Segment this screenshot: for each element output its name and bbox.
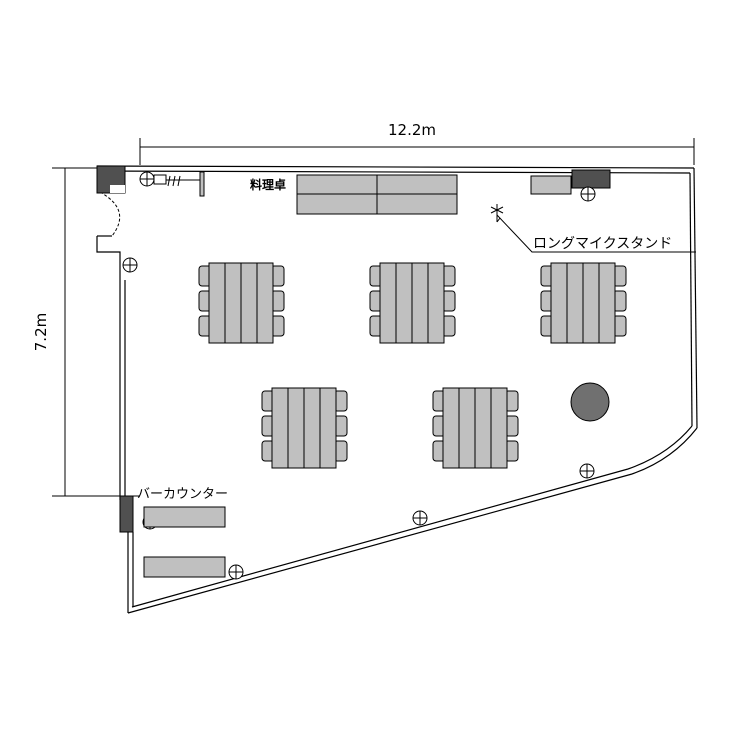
width-dimension-label: 12.2m — [388, 121, 436, 139]
bar-counter-bottom — [143, 556, 226, 578]
height-dimension-label: 7.2m — [32, 313, 50, 351]
bar-counter-wall-block — [119, 495, 134, 533]
outlet-icon — [412, 510, 428, 526]
table-strip — [598, 262, 616, 344]
table-strip — [411, 262, 429, 344]
table-strip — [395, 262, 413, 344]
table-strip — [256, 262, 274, 344]
group-table-cluster — [261, 387, 348, 469]
table-strip — [208, 262, 226, 344]
round-table — [570, 382, 610, 422]
table-strip — [458, 387, 476, 469]
bar-counter-label: バーカウンター — [137, 487, 228, 502]
table-strip — [379, 262, 397, 344]
group-table-cluster — [432, 387, 519, 469]
kitchen-table — [296, 174, 458, 215]
side-counter — [530, 175, 572, 195]
kitchen-table-label: 料理卓 — [250, 177, 286, 192]
entrance-wall-notch — [110, 185, 125, 193]
outlet-icon — [228, 564, 244, 580]
table-strip — [442, 387, 460, 469]
table-strip — [566, 262, 584, 344]
outlet-icon — [122, 257, 138, 273]
table-strip — [303, 387, 321, 469]
group-table-cluster — [198, 262, 285, 344]
bar-counter-top — [143, 506, 226, 528]
outlet-icon — [139, 171, 155, 187]
table-strip — [240, 262, 258, 344]
table-strip — [582, 262, 600, 344]
table-strip — [427, 262, 445, 344]
outlet-icon — [580, 186, 596, 202]
table-strip — [224, 262, 242, 344]
table-strip — [271, 387, 289, 469]
table-strip — [319, 387, 337, 469]
table-strip — [550, 262, 568, 344]
mic-stand-label: ロングマイクスタンド — [533, 236, 672, 252]
width-dimension — [139, 138, 695, 165]
table-strip — [490, 387, 508, 469]
table-strip — [474, 387, 492, 469]
outlet-icon — [579, 463, 595, 479]
height-dimension — [52, 167, 140, 497]
group-table-cluster — [369, 262, 456, 344]
group-table-cluster — [540, 262, 627, 344]
room-outline — [96, 165, 698, 614]
mic-stand-icon — [490, 204, 504, 223]
door-swing — [99, 191, 121, 237]
mic-stand-leader — [496, 214, 696, 253]
top-right-wall-block — [571, 169, 611, 189]
group-tables — [198, 262, 627, 469]
table-strip — [287, 387, 305, 469]
entrance-fixture — [153, 171, 205, 197]
